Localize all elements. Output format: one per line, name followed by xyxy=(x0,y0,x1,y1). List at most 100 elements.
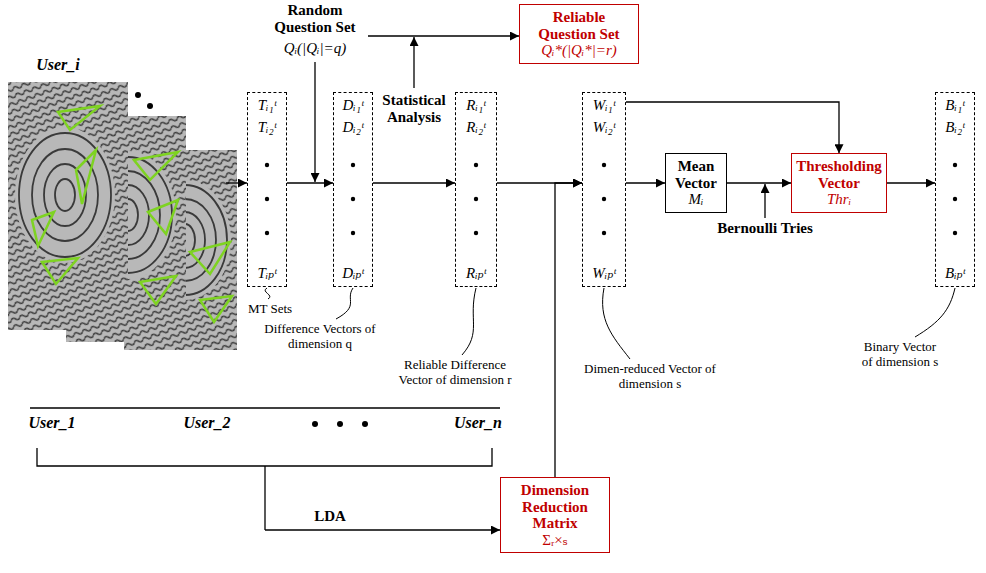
vector-element: Tᵢ₁ᵗ xyxy=(258,97,276,114)
vector-element: Dᵢₚᵗ xyxy=(342,265,364,282)
vector-element: Bᵢₚᵗ xyxy=(945,265,965,282)
user-bracket xyxy=(264,466,265,530)
connector-arrow xyxy=(887,182,935,183)
ellipsis-dot xyxy=(474,163,478,167)
caption: Reliable Difference Vector of dimension … xyxy=(389,358,521,388)
caption: MT Sets xyxy=(248,302,292,317)
user-bracket xyxy=(30,408,500,530)
arrow-line xyxy=(764,184,765,218)
vector-element: Dᵢ₁ᵗ xyxy=(343,97,364,114)
fingerprint-image xyxy=(8,82,128,330)
fingerprint-image xyxy=(134,152,178,180)
caption: Difference Vectors of dimension q xyxy=(261,322,379,352)
vector-element: Tᵢₚᵗ xyxy=(257,265,276,282)
ellipsis-dot xyxy=(351,163,355,167)
arrow-line xyxy=(314,62,315,182)
vector-element: Tᵢ₂ᵗ xyxy=(258,119,276,136)
fingerprint-image xyxy=(8,82,128,330)
ellipsis-dots xyxy=(312,421,368,427)
process-box: Dimension Reduction MatrixΣᵣ×ₛ xyxy=(500,477,610,553)
ellipsis-dot xyxy=(953,163,957,167)
ellipsis-dot xyxy=(474,197,478,201)
arrow-line xyxy=(226,182,247,183)
process-box: Mean VectorMᵢ xyxy=(665,153,727,213)
user-label: User_n xyxy=(454,414,502,432)
fingerprint-image xyxy=(140,276,176,304)
box-symbol: Thrᵢ xyxy=(796,191,882,208)
fingerprint-image xyxy=(32,149,98,241)
annotation: Bernoulli Tries xyxy=(717,220,813,237)
arrow-line xyxy=(265,529,500,530)
ellipsis-dots xyxy=(362,421,368,427)
connector-arrow xyxy=(555,183,582,477)
user-label: User_2 xyxy=(183,414,230,432)
vector-element: Rᵢ₂ᵗ xyxy=(466,119,485,136)
fingerprint-image xyxy=(42,258,78,284)
annotation: LDA xyxy=(314,508,346,525)
process-box: Reliable Question SetQᵢ*(|Qᵢ*|=r) xyxy=(519,4,639,64)
ellipsis-dot xyxy=(351,231,355,235)
ellipsis-dot xyxy=(265,163,269,167)
vector-box: Rᵢ₁ᵗRᵢ₂ᵗRᵢₚᵗ xyxy=(455,92,497,287)
box-symbol: Qᵢ*(|Qᵢ*|=r) xyxy=(524,42,634,59)
fingerprint-image xyxy=(58,106,100,130)
fingerprint-image xyxy=(76,150,96,204)
ellipsis-dot xyxy=(351,197,355,201)
vector-element: Wᵢₚᵗ xyxy=(592,265,615,282)
user-bracket xyxy=(37,448,492,466)
ellipsis-dot xyxy=(953,231,957,235)
fingerprint-image xyxy=(148,200,178,234)
annotation: Qᵢ(|Qᵢ|=q) xyxy=(284,40,346,57)
fingerprint-image xyxy=(55,179,75,211)
vector-element: Rᵢₚᵗ xyxy=(466,265,486,282)
vector-element: Rᵢ₁ᵗ xyxy=(466,97,485,114)
arrow-line xyxy=(368,35,519,36)
connector-arrow xyxy=(727,182,791,183)
caption: Binary Vector of dimension s xyxy=(858,340,942,370)
ellipsis-dots xyxy=(135,92,141,98)
leader-line xyxy=(265,288,270,299)
leader-line xyxy=(915,288,955,337)
vector-element: Dᵢ₂ᵗ xyxy=(343,119,364,136)
box-title: Dimension Reduction Matrix xyxy=(505,482,605,532)
vector-box: Tᵢ₁ᵗTᵢ₂ᵗTᵢₚᵗ xyxy=(247,92,287,287)
leader-line xyxy=(462,288,476,355)
ellipsis-dot xyxy=(602,231,606,235)
connector-arrow xyxy=(626,182,665,183)
box-title: Thresholding Vector xyxy=(796,158,882,191)
ellipsis-dot xyxy=(602,163,606,167)
box-title: Mean Vector xyxy=(670,158,722,191)
fingerprint-image xyxy=(32,212,54,246)
connector-arrow xyxy=(287,182,333,183)
user-label: User_i xyxy=(36,56,80,74)
caption: Dimen-reduced Vector of dimension s xyxy=(575,362,725,392)
fingerprint-image xyxy=(15,127,115,263)
ellipsis-dots xyxy=(135,92,153,109)
edge-label: Statistical Analysis xyxy=(374,92,454,127)
vector-box: Dᵢ₁ᵗDᵢ₂ᵗDᵢₚᵗ xyxy=(333,92,373,287)
fingerprint-image xyxy=(19,133,111,257)
connector-arrow xyxy=(626,102,839,153)
fingerprint-image xyxy=(8,82,128,330)
vector-element: Wᵢ₂ᵗ xyxy=(593,119,616,136)
ellipsis-dots xyxy=(312,421,318,427)
ellipsis-dots xyxy=(147,103,153,109)
ellipsis-dot xyxy=(602,197,606,201)
box-symbol: Σᵣ×ₛ xyxy=(505,532,605,549)
box-symbol: Mᵢ xyxy=(670,191,722,208)
ellipsis-dot xyxy=(265,231,269,235)
vector-element: Bᵢ₂ᵗ xyxy=(945,119,964,136)
user-label: User_1 xyxy=(28,414,75,432)
fingerprint-image xyxy=(190,242,230,274)
arrow-line xyxy=(315,37,765,218)
box-title: Reliable Question Set xyxy=(524,9,634,42)
ellipsis-dot xyxy=(474,231,478,235)
annotation: Random Question Set xyxy=(269,2,361,37)
leader-line xyxy=(603,288,630,359)
user-bracket xyxy=(30,407,500,408)
vector-element: Wᵢ₁ᵗ xyxy=(593,97,616,114)
vector-box: Wᵢ₁ᵗWᵢ₂ᵗWᵢₚᵗ xyxy=(582,92,626,287)
